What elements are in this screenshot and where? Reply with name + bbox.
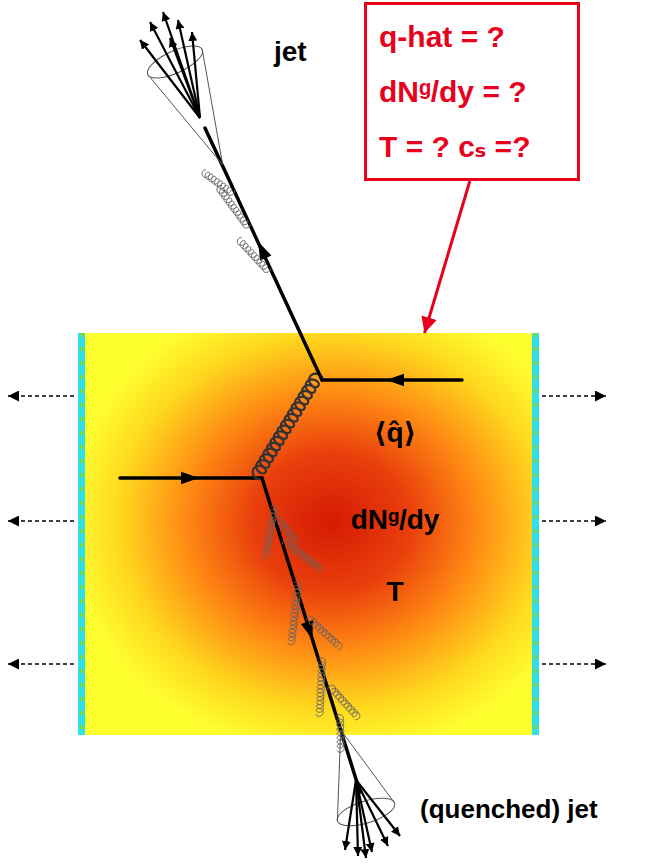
medium-edge [78, 333, 85, 735]
jet-cone [341, 730, 395, 803]
parton-arrow [181, 472, 199, 485]
medium-label: ⟨q̂⟩ [374, 416, 417, 449]
medium-edge [532, 333, 539, 735]
flow-arrow [542, 663, 606, 664]
jet-particle [170, 38, 200, 118]
medium-edge-dash [80, 333, 83, 735]
jet-particle [163, 12, 200, 118]
jet-arrow [258, 242, 271, 261]
flow-arrow [542, 520, 606, 521]
jet-arrow [301, 620, 313, 639]
pointer-arrow [425, 181, 470, 333]
flow-arrow [8, 395, 74, 396]
medium-box: ⟨q̂⟩ dNᵍ/dyT [80, 333, 537, 735]
medium-region [80, 333, 537, 735]
question-box: q-hat = ?dNᵍ/dy = ?T = ? cₛ =? [364, 2, 580, 181]
gluon [328, 685, 360, 719]
flow-arrow [8, 663, 74, 664]
gluon [253, 374, 323, 480]
gluon [288, 581, 302, 644]
gluon [282, 540, 322, 573]
question-text: dNᵍ/dy = ? [379, 64, 527, 119]
jet-line [262, 478, 360, 792]
gluon [275, 517, 298, 545]
gluon [262, 505, 278, 558]
jet-particle [150, 22, 200, 118]
jet-particle [345, 780, 356, 850]
jet-cone [202, 49, 223, 164]
medium-label: T [386, 576, 403, 608]
jet-cone [337, 730, 340, 821]
jet-particle [356, 780, 366, 858]
question-text: q-hat = ? [379, 9, 505, 64]
question-text: T = ? cₛ =? [379, 119, 530, 174]
jet-line [205, 128, 322, 380]
medium-label: dNᵍ/dy [351, 504, 440, 536]
gluon [217, 185, 250, 228]
gluon [316, 657, 325, 716]
medium-edge-dash [534, 333, 537, 735]
gluon [202, 170, 235, 195]
parton-arrow [386, 374, 404, 387]
gluon [306, 616, 342, 649]
jet-particle [140, 40, 200, 118]
gluon [237, 238, 270, 273]
jet-label: jet [274, 36, 307, 68]
flow-arrow [8, 520, 74, 521]
jet-label: (quenched) jet [420, 794, 598, 825]
flow-arrow [542, 395, 606, 396]
